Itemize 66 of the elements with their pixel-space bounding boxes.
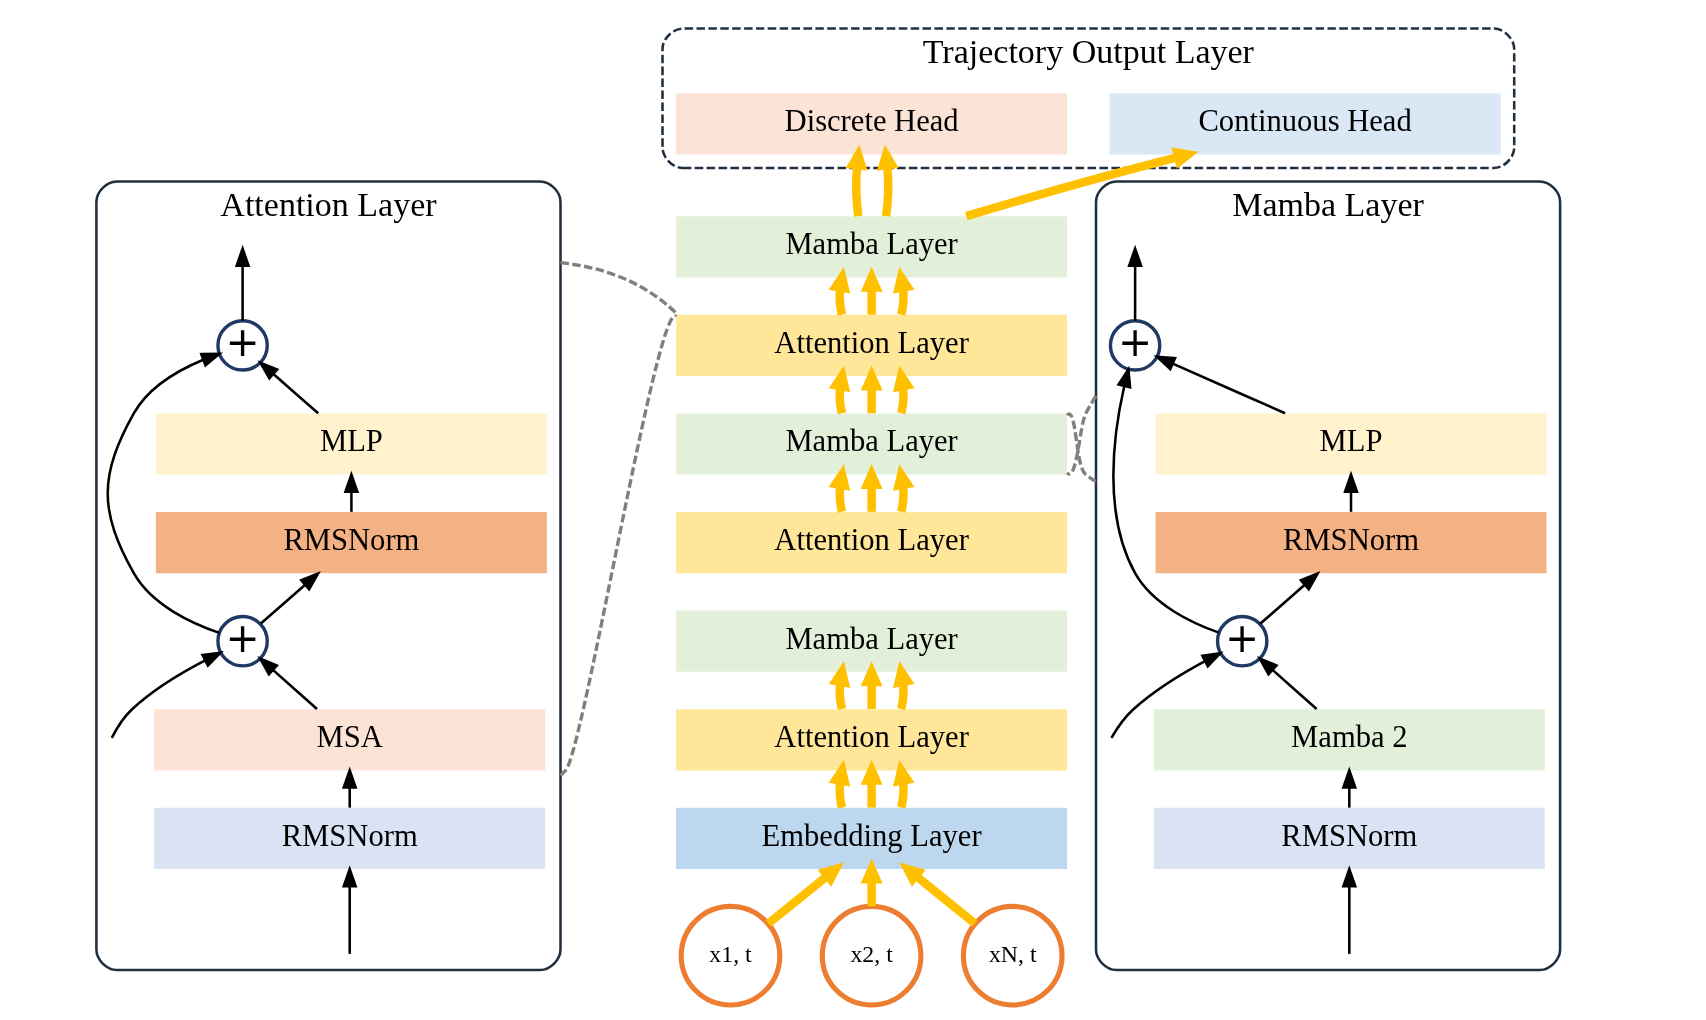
node-circle: + [216, 614, 269, 668]
arrow [860, 365, 883, 414]
arrow [234, 244, 251, 321]
arrow [110, 651, 224, 739]
arrow [341, 766, 358, 808]
connector [1066, 412, 1097, 483]
node-box: RMSNorm [155, 512, 547, 574]
arrow [860, 661, 883, 709]
arrow [892, 759, 915, 809]
arrow [1112, 365, 1220, 634]
arrow [828, 464, 851, 513]
node-box: RMSNorm [154, 807, 546, 869]
node-box: Attention Layer [676, 314, 1068, 376]
node-box: RMSNorm [1155, 512, 1547, 574]
arrow [828, 759, 851, 809]
node-circle: x2, t [819, 903, 924, 1008]
node-box: Attention Layer [676, 709, 1068, 771]
arrow [892, 464, 915, 513]
arrow [860, 266, 883, 315]
node-box: Mamba Layer [676, 216, 1068, 278]
node-box: Discrete Head [676, 93, 1068, 155]
arrow [892, 266, 915, 316]
arrow [828, 365, 851, 415]
arrow [965, 147, 1199, 221]
node-box: Mamba Layer [676, 413, 1068, 475]
arrow [1343, 470, 1359, 512]
arrow [828, 266, 851, 316]
arrow [1153, 355, 1286, 415]
arrow [257, 360, 319, 415]
arrow [1127, 244, 1143, 321]
arrow [1110, 651, 1224, 739]
arrow [876, 144, 899, 217]
node-box: Attention Layer [676, 512, 1068, 574]
node-box: Embedding Layer [676, 807, 1068, 869]
arrow [892, 365, 915, 415]
node-box: MLP [1155, 413, 1547, 475]
arrow [1259, 570, 1321, 625]
arrow [1256, 656, 1318, 710]
node-box: MLP [155, 413, 547, 475]
node-box: MSA [154, 709, 546, 771]
arrow [899, 862, 978, 927]
node-box: Mamba 2 [1153, 709, 1545, 771]
arrow [845, 144, 868, 217]
arrow [1341, 766, 1358, 808]
arrow [828, 661, 851, 710]
arrow [257, 656, 318, 710]
arrow [341, 865, 358, 954]
arrow [765, 862, 844, 927]
arrow [343, 470, 360, 512]
arrow [860, 858, 883, 907]
node-box: RMSNorm [1153, 807, 1545, 869]
node-box: Mamba Layer [676, 610, 1068, 672]
node-circle: + [216, 319, 269, 372]
connector [559, 315, 678, 777]
node-circle: + [1215, 614, 1269, 668]
node-circle: + [1108, 319, 1162, 372]
node-circle: xN, t [960, 903, 1065, 1008]
arrow [860, 464, 883, 512]
node-circle: x1, t [678, 903, 783, 1008]
arrow [860, 759, 883, 808]
arrow [259, 570, 321, 625]
node-box: Continuous Head [1109, 93, 1501, 155]
arrow [106, 352, 223, 635]
arrow [892, 661, 915, 710]
arrow [1341, 865, 1358, 954]
connector [1066, 395, 1098, 476]
